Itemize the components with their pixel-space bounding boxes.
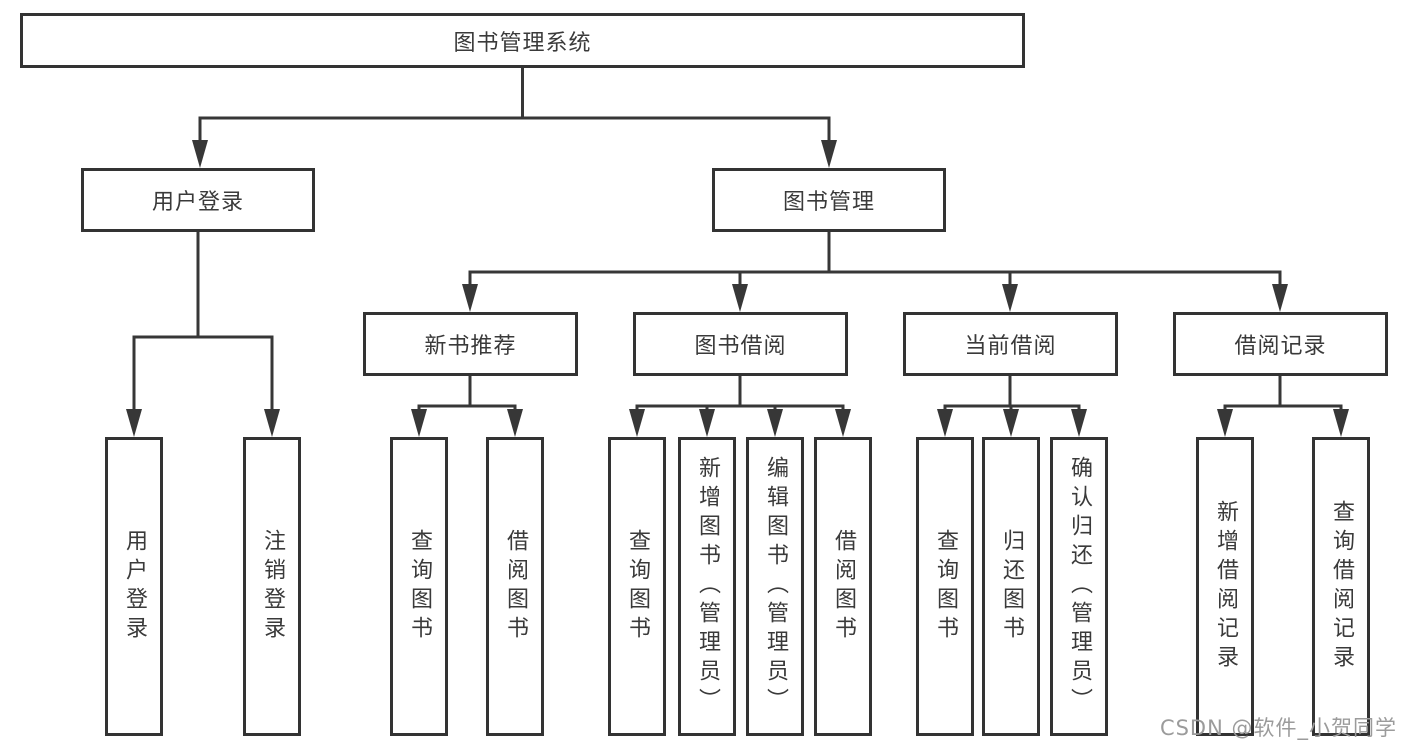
- leaf-logout: 注销登录: [243, 437, 301, 736]
- leaf-edit-books-admin: 编辑图书（管理员）: [746, 437, 804, 736]
- node-user-login: 用户登录: [81, 168, 315, 232]
- node-book-management: 图书管理: [712, 168, 946, 232]
- leaf-return-books: 归还图书: [982, 437, 1040, 736]
- node-current-borrowing: 当前借阅: [903, 312, 1118, 376]
- csdn-watermark: CSDN @软件_小贺同学: [1159, 716, 1397, 740]
- leaf-query-books-current: 查询图书: [916, 437, 974, 736]
- arrowheads: [126, 140, 1349, 437]
- leaf-add-books-admin: 新增图书（管理员）: [678, 437, 736, 736]
- leaf-query-books-borrowing: 查询图书: [608, 437, 666, 736]
- leaf-query-borrow-record: 查询借阅记录: [1312, 437, 1370, 736]
- leaf-borrow-books-recommend: 借阅图书: [486, 437, 544, 736]
- leaf-borrow-books-borrowing: 借阅图书: [814, 437, 872, 736]
- node-book-borrowing: 图书借阅: [633, 312, 848, 376]
- leaf-query-books-recommend: 查询图书: [390, 437, 448, 736]
- node-new-book-recommendation: 新书推荐: [363, 312, 578, 376]
- leaf-add-borrow-record: 新增借阅记录: [1196, 437, 1254, 736]
- node-borrowing-records: 借阅记录: [1173, 312, 1388, 376]
- leaf-user-login: 用户登录: [105, 437, 163, 736]
- leaf-confirm-return-admin: 确认归还（管理员）: [1050, 437, 1108, 736]
- node-library-system: 图书管理系统: [20, 13, 1025, 68]
